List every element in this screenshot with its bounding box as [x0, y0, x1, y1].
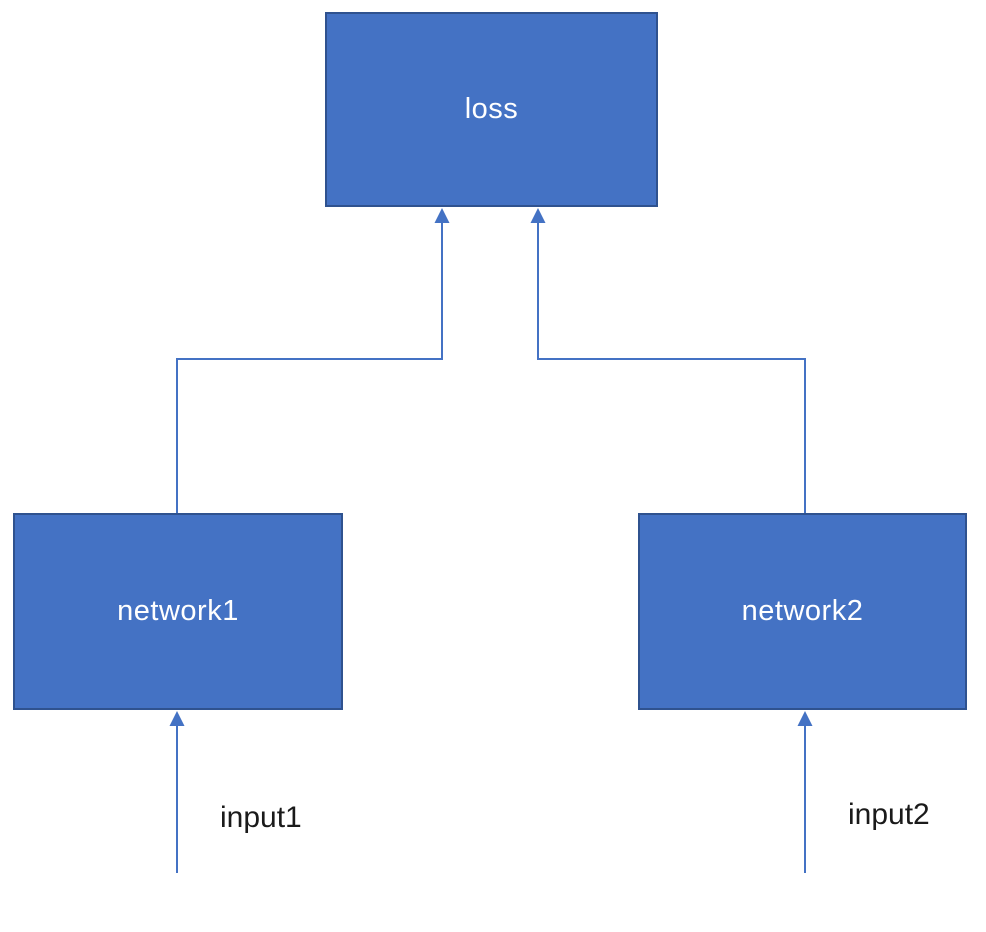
node-network1-label: network1 — [117, 595, 239, 627]
node-loss-label: loss — [464, 93, 519, 125]
node-network2: network2 — [638, 513, 967, 710]
edge-network2-to-loss — [530, 208, 806, 513]
input1-label: input1 — [220, 801, 302, 834]
node-network2-label: network2 — [741, 595, 864, 627]
node-network1: network1 — [13, 513, 343, 710]
edge-network1-to-loss — [176, 208, 450, 513]
input2-label: input2 — [848, 798, 930, 831]
node-loss: loss — [325, 12, 658, 207]
